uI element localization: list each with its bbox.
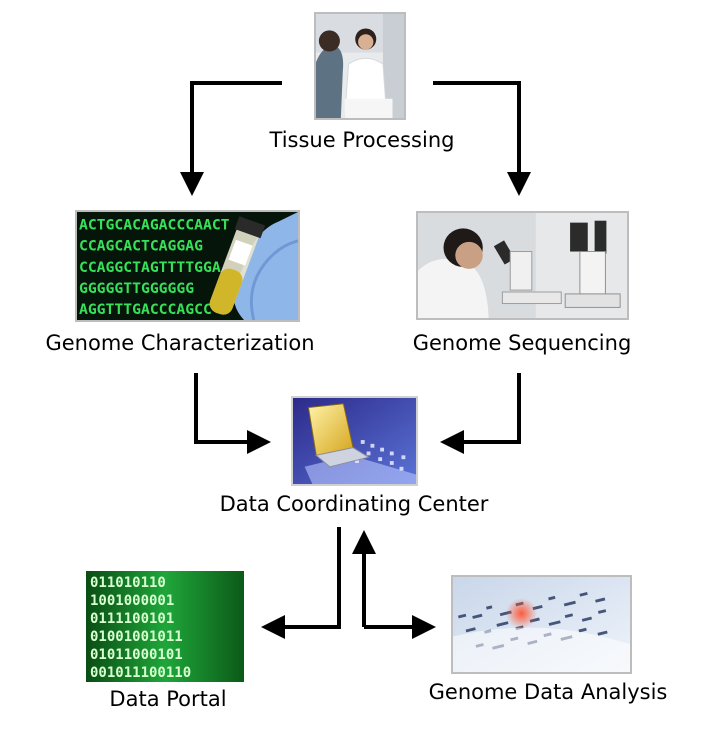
binary-line-5: 01011000101 bbox=[90, 647, 183, 663]
data-portal-label: Data Portal bbox=[109, 687, 227, 711]
binary-line-1: 011010110 bbox=[90, 575, 166, 591]
arrow-sequencing-to-dcc bbox=[440, 373, 521, 454]
sequence-line-1: ACTGCACAGACCCAACT bbox=[79, 216, 230, 233]
tissue-processing-image bbox=[314, 12, 406, 120]
sequence-line-4: GGGGGTTGGGGGG bbox=[79, 280, 194, 297]
genome-data-analysis-label: Genome Data Analysis bbox=[428, 680, 668, 704]
arrow-tissue-to-characterization bbox=[180, 81, 282, 196]
genome-data-analysis-image bbox=[451, 575, 632, 674]
sequence-line-5: AGGTTTGACCCAGCC bbox=[79, 301, 212, 318]
data-coordinating-center-label: Data Coordinating Center bbox=[219, 492, 489, 516]
sequence-line-2: CCAGCACTCAGGAG bbox=[79, 238, 203, 255]
arrow-tissue-to-sequencing bbox=[433, 81, 531, 196]
genome-characterization-label: Genome Characterization bbox=[45, 331, 315, 355]
data-portal-image: 011010110 1001000001 0111100101 01001001… bbox=[86, 571, 244, 682]
genome-sequencing-label: Genome Sequencing bbox=[412, 331, 632, 355]
genome-characterization-image: ACTGCACAGACCCAACT CCAGCACTCAGGAG CCAGGCT… bbox=[75, 210, 300, 322]
data-coordinating-center-image bbox=[291, 396, 418, 486]
binary-line-3: 0111100101 bbox=[90, 611, 174, 627]
genome-sequencing-image bbox=[416, 211, 629, 320]
arrow-characterization-to-dcc bbox=[194, 373, 271, 454]
binary-line-6: 001011100110 bbox=[90, 665, 191, 681]
sequence-line-3: CCAGGCTAGTTTTGGA bbox=[79, 259, 221, 276]
binary-line-4: 01001001011 bbox=[90, 629, 183, 645]
binary-line-2: 1001000001 bbox=[90, 593, 174, 609]
tissue-processing-label: Tissue Processing bbox=[269, 128, 455, 152]
arrow-dcc-to-portal bbox=[261, 527, 341, 639]
